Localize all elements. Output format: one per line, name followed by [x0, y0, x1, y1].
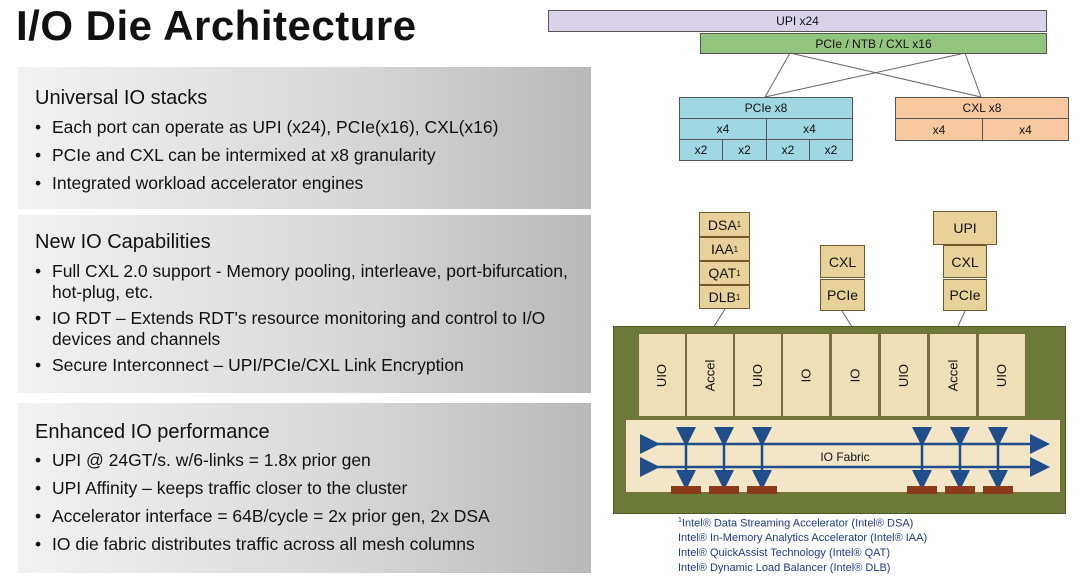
panel-heading: Universal IO stacks — [35, 87, 208, 109]
panel-heading: New IO Capabilities — [35, 231, 211, 253]
bullet-list: Each port can operate as UPI (x24), PCIe… — [35, 117, 581, 201]
upi-x24-bar: UPI x24 — [548, 10, 1047, 32]
bullet-list: Full CXL 2.0 support - Memory pooling, i… — [35, 261, 571, 383]
stack-mid-cxl: CXL — [820, 245, 865, 278]
die-column: UIO — [978, 333, 1026, 417]
footnote-dsa: 1Intel® Data Streaming Accelerator (Inte… — [678, 517, 914, 530]
die-column: UIO — [880, 333, 928, 417]
stack-right-upi: UPI — [933, 211, 997, 245]
bullet-item: IO RDT – Extends RDT's resource monitori… — [35, 308, 571, 350]
bullet-item: Each port can operate as UPI (x24), PCIe… — [35, 117, 581, 138]
die-pad — [709, 486, 739, 494]
footnote-qat: Intel® QuickAssist Technology (Intel® QA… — [678, 547, 891, 559]
bullet-item: UPI Affinity – keeps traffic closer to t… — [35, 478, 581, 499]
page-title: I/O Die Architecture — [16, 2, 417, 49]
bullet-item: Full CXL 2.0 support - Memory pooling, i… — [35, 261, 571, 303]
die-column: IO — [782, 333, 830, 417]
bullet-item: Accelerator interface = 64B/cycle = 2x p… — [35, 506, 581, 527]
bullet-item: Integrated workload accelerator engines — [35, 173, 581, 194]
die-column: IO — [831, 333, 879, 417]
die-pad — [671, 486, 701, 494]
pcie-x2-cell: x2 — [766, 139, 810, 161]
bullet-list: UPI @ 24GT/s. w/6-links = 1.8x prior gen… — [35, 450, 581, 562]
pcie-x2-cell: x2 — [809, 139, 853, 161]
die-pad — [983, 486, 1013, 494]
footnote-dlb: Intel® Dynamic Load Balancer (Intel® DLB… — [678, 562, 891, 574]
pcie-x8-header: PCIe x8 — [679, 97, 853, 119]
panel-enhanced-io-performance: Enhanced IO performance UPI @ 24GT/s. w/… — [18, 403, 591, 573]
bullet-item: Secure Interconnect – UPI/PCIe/CXL Link … — [35, 355, 571, 376]
stack-right-cxl: CXL — [943, 245, 987, 278]
bullet-item: UPI @ 24GT/s. w/6-links = 1.8x prior gen — [35, 450, 581, 471]
stack-right-pcie: PCIe — [943, 279, 987, 311]
pcie-x2-cell: x2 — [679, 139, 723, 161]
panel-universal-io: Universal IO stacks Each port can operat… — [18, 67, 591, 209]
pcie-ntb-cxl-bar: PCIe / NTB / CXL x16 — [700, 33, 1047, 54]
bullet-item: PCIe and CXL can be intermixed at x8 gra… — [35, 145, 581, 166]
bullet-item: IO die fabric distributes traffic across… — [35, 534, 581, 555]
cxl-x4-cell: x4 — [982, 118, 1069, 141]
die-pad — [945, 486, 975, 494]
footnote-iaa: Intel® In-Memory Analytics Accelerator (… — [678, 532, 928, 544]
die-column: UIO — [638, 333, 686, 417]
die-pad — [907, 486, 937, 494]
stack-mid-pcie: PCIe — [820, 279, 865, 311]
die-column: Accel — [686, 333, 734, 417]
cxl-x4-cell: x4 — [895, 118, 983, 141]
pcie-x2-cell: x2 — [722, 139, 767, 161]
panel-heading: Enhanced IO performance — [35, 421, 270, 443]
die-pad — [747, 486, 777, 494]
die-column: Accel — [929, 333, 977, 417]
panel-new-io-capabilities: New IO Capabilities Full CXL 2.0 support… — [18, 215, 591, 393]
die-column: UIO — [734, 333, 782, 417]
